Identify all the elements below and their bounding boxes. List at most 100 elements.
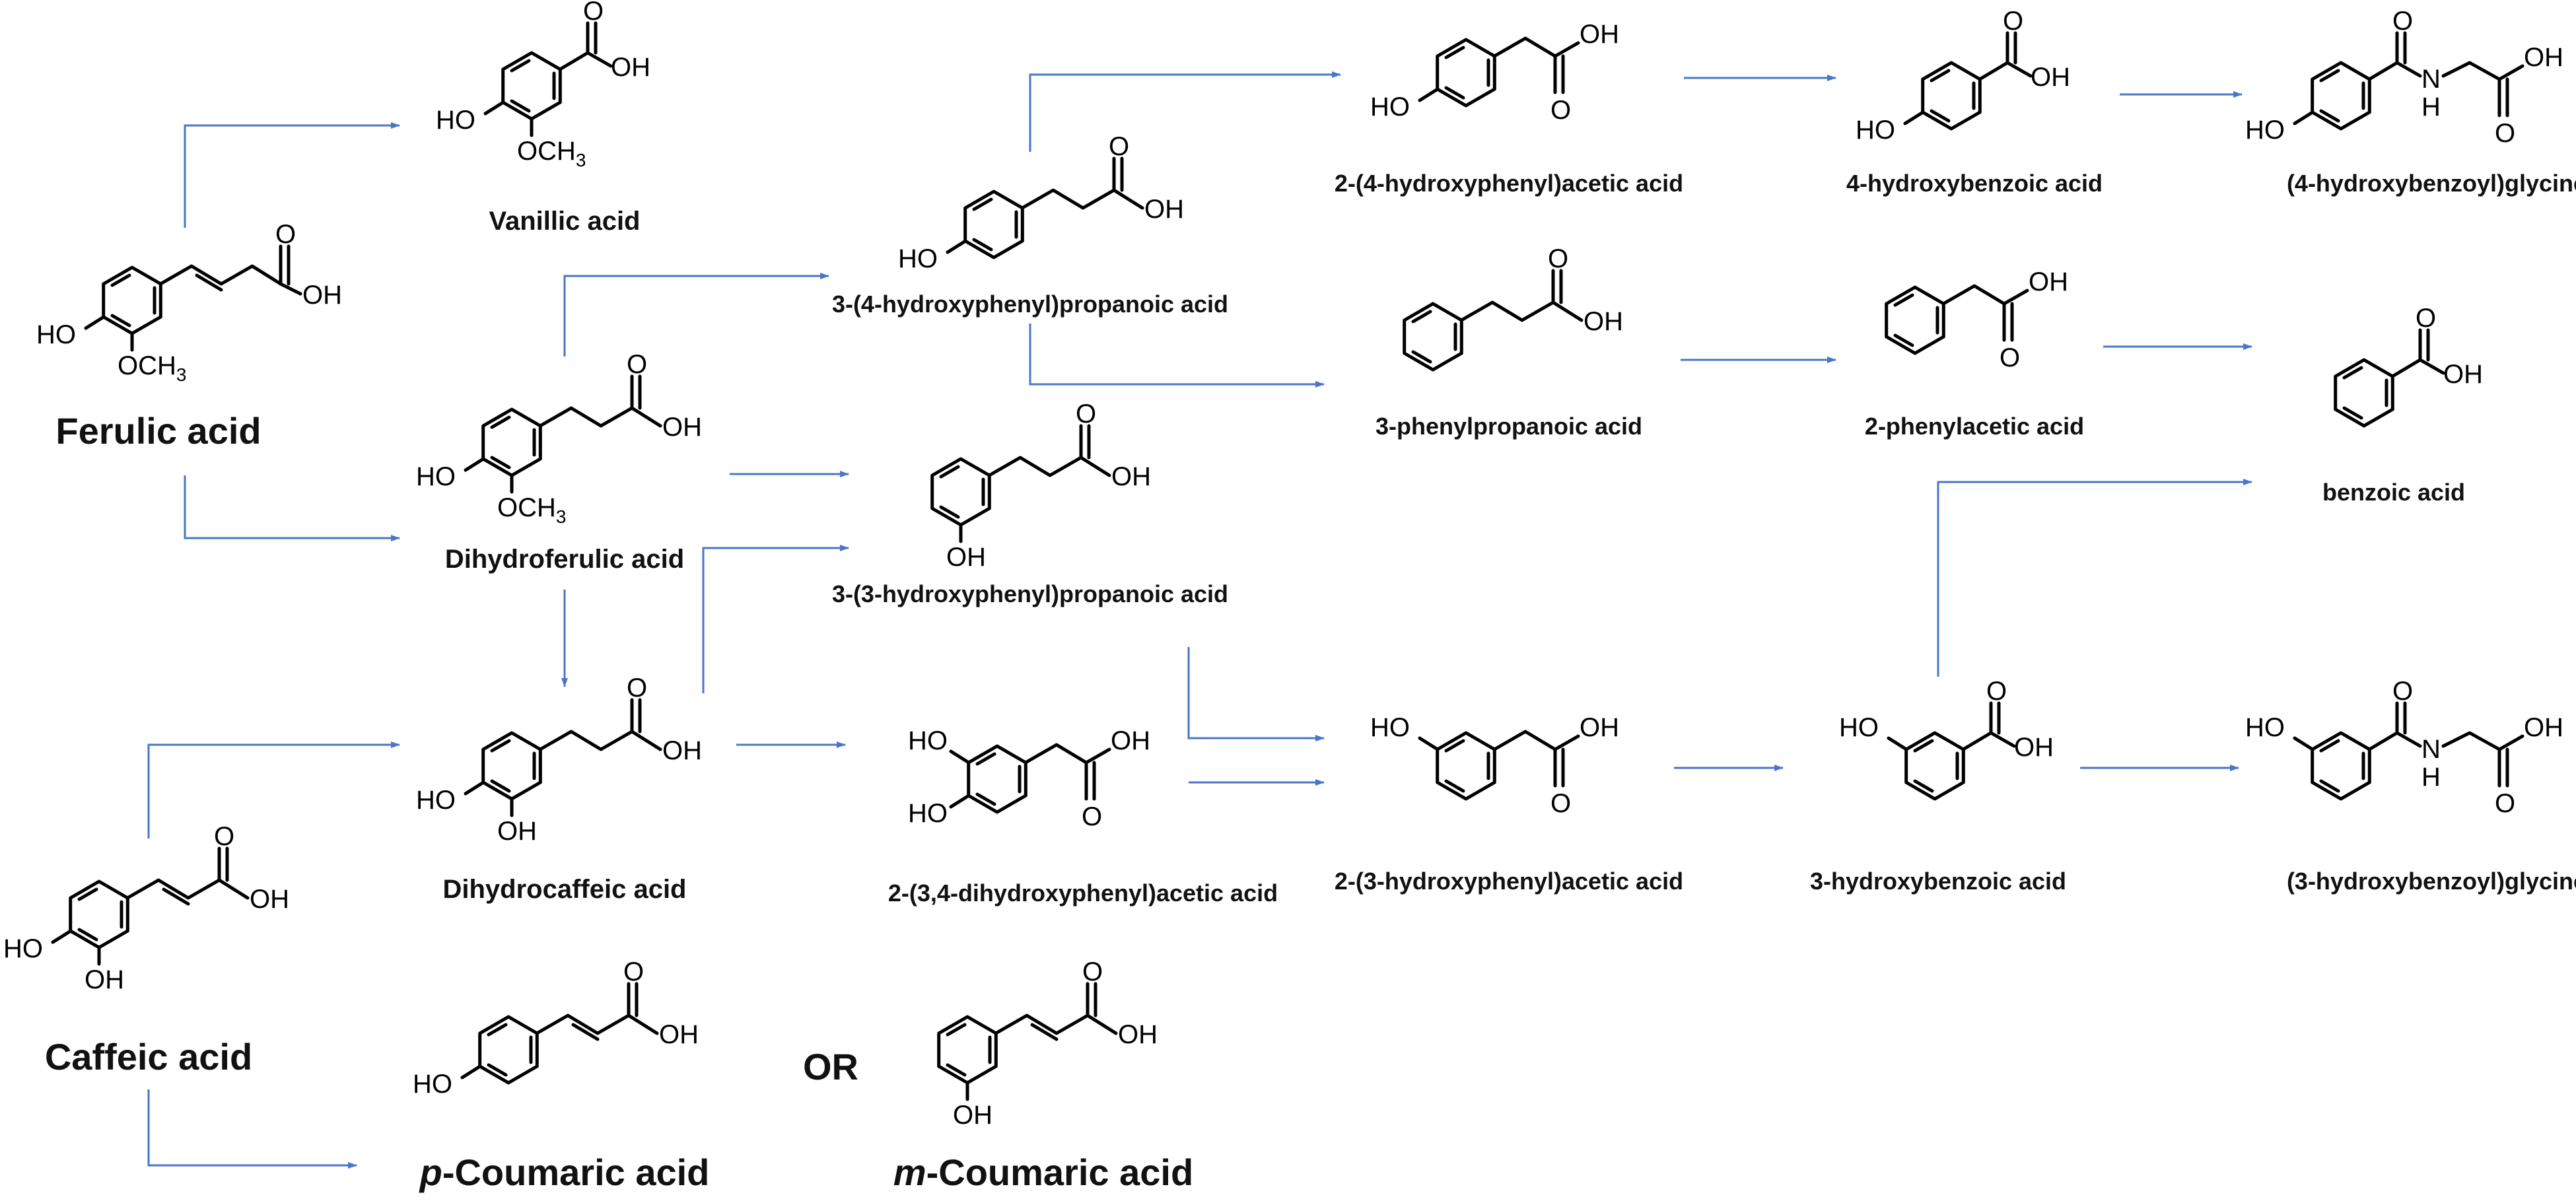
- structure-hbg4: O N H O OH HO: [2245, 7, 2563, 148]
- svg-text:O: O: [1986, 677, 2007, 706]
- svg-text:N: N: [2421, 65, 2441, 94]
- label-hpa3: 2-(3-hydroxyphenyl)acetic acid: [1335, 868, 1683, 895]
- svg-text:HO: HO: [36, 320, 76, 349]
- structure-caffeic-acid: O OH HO OH: [3, 822, 289, 994]
- svg-text:HO: HO: [3, 934, 43, 963]
- label-hba3: 3-hydroxybenzoic acid: [1810, 868, 2066, 895]
- structure-hba3: O OH HO: [1839, 677, 2054, 799]
- svg-text:HO: HO: [416, 462, 456, 491]
- svg-text:O: O: [623, 957, 644, 986]
- structure-dihydroferulic-acid: O OH HO OCH3: [416, 350, 702, 527]
- svg-text:OH: OH: [1111, 462, 1151, 491]
- svg-text:O: O: [1550, 96, 1571, 125]
- svg-text:OH: OH: [85, 965, 124, 994]
- label-caffeic-acid: Caffeic acid: [45, 1036, 252, 1078]
- label-hbg3: (3-hydroxybenzoyl)glycine: [2287, 868, 2576, 895]
- svg-text:O: O: [1548, 244, 1568, 273]
- svg-text:O: O: [1109, 132, 1129, 161]
- structure-hpp4: O OH HO: [898, 132, 1184, 273]
- label-or: OR: [803, 1046, 858, 1087]
- svg-text:HO: HO: [1856, 116, 1895, 145]
- svg-text:O: O: [1082, 957, 1103, 986]
- svg-text:OH: OH: [1118, 1020, 1158, 1049]
- svg-text:OH: OH: [302, 281, 342, 310]
- svg-text:O: O: [2495, 789, 2515, 818]
- svg-text:O: O: [214, 822, 234, 851]
- arrow-dihydrocaffeic-to-hpp3: [702, 545, 849, 693]
- svg-text:O: O: [2392, 7, 2413, 36]
- compound-labels: Ferulic acid Vanillic acid Dihydroferuli…: [45, 170, 2576, 1193]
- svg-text:HO: HO: [2245, 713, 2285, 742]
- structure-paa: O OH: [1887, 267, 2068, 372]
- svg-text:OH: OH: [611, 53, 650, 82]
- svg-text:N: N: [2421, 735, 2441, 764]
- svg-text:OH: OH: [1144, 195, 1184, 224]
- structure-p-coumaric-acid: O OH HO: [413, 957, 699, 1099]
- label-hbg4: (4-hydroxybenzoyl)glycine: [2287, 170, 2576, 197]
- arrow-ferulic-to-dihydroferulic: [184, 475, 400, 541]
- structure-hpa3: O OH HO: [1370, 713, 1619, 818]
- svg-text:HO: HO: [416, 786, 456, 815]
- label-ppa: 3-phenylpropanoic acid: [1375, 413, 1642, 440]
- svg-text:O: O: [2000, 343, 2020, 372]
- svg-text:OH: OH: [1580, 20, 1619, 49]
- structure-hbg3: O N H O OH HO: [2245, 677, 2563, 818]
- svg-text:O: O: [2392, 677, 2413, 706]
- svg-text:HO: HO: [908, 726, 948, 755]
- arrow-hba3-to-benzoic: [1937, 479, 2252, 677]
- arrow-hpp3-to-hpa3: [1187, 647, 1325, 741]
- reaction-arrows: [147, 71, 2252, 1169]
- arrow-ferulic-to-vanillic: [184, 122, 400, 228]
- svg-text:HO: HO: [908, 799, 948, 828]
- svg-text:O: O: [2495, 119, 2515, 148]
- label-hpp3: 3-(3-hydroxyphenyl)propanoic acid: [832, 580, 1228, 607]
- svg-text:OH: OH: [1580, 713, 1619, 742]
- svg-text:OCH3: OCH3: [497, 493, 566, 527]
- structure-ferulic-acid: O OH HO OCH3: [36, 220, 342, 385]
- structure-benzoic-acid: O OH: [2336, 304, 2483, 426]
- svg-text:O: O: [627, 350, 647, 379]
- svg-text:OCH3: OCH3: [517, 137, 586, 170]
- arrow-caffeic-to-dihydrocaffeic: [147, 741, 400, 839]
- svg-text:HO: HO: [2245, 116, 2285, 145]
- svg-text:OCH3: OCH3: [118, 351, 186, 385]
- svg-text:OH: OH: [2014, 733, 2054, 762]
- structure-ppa: O OH: [1405, 244, 1623, 370]
- structure-vanillic-acid: O OH HO OCH3: [436, 0, 650, 170]
- structure-dhpa34: O OH HO HO: [908, 726, 1150, 831]
- svg-text:OH: OH: [2029, 267, 2068, 296]
- arrow-hpp4-to-ppa: [1029, 324, 1325, 388]
- svg-text:OH: OH: [946, 543, 986, 572]
- structure-hpp3: O OH OH: [932, 399, 1151, 572]
- label-hpp4: 3-(4-hydroxyphenyl)propanoic acid: [832, 291, 1228, 318]
- arrow-hpp4-to-hpa4: [1029, 71, 1341, 152]
- svg-text:H: H: [2421, 763, 2441, 792]
- svg-text:HO: HO: [436, 106, 475, 135]
- structure-hpa4: O OH HO: [1370, 20, 1619, 125]
- label-p-coumaric-acid: p-Coumaric acid: [419, 1151, 710, 1193]
- arrow-caffeic-to-coumaric: [147, 1089, 357, 1169]
- label-dihydroferulic-acid: Dihydroferulic acid: [445, 545, 684, 574]
- svg-text:H: H: [2421, 92, 2441, 121]
- label-vanillic-acid: Vanillic acid: [489, 207, 640, 236]
- label-m-coumaric-acid: m-Coumaric acid: [893, 1151, 1193, 1193]
- label-hba4: 4-hydroxybenzoic acid: [1846, 170, 2103, 197]
- structure-dihydrocaffeic-acid: O OH HO OH: [416, 673, 702, 846]
- svg-text:OH: OH: [662, 736, 702, 765]
- svg-text:HO: HO: [1839, 713, 1879, 742]
- svg-text:O: O: [583, 0, 604, 26]
- svg-text:OH: OH: [2524, 43, 2563, 72]
- label-benzoic-acid: benzoic acid: [2322, 479, 2465, 506]
- svg-text:OH: OH: [1111, 726, 1150, 755]
- arrow-dihydroferulic-to-hpp4: [563, 273, 829, 357]
- svg-text:O: O: [2416, 304, 2436, 333]
- svg-text:O: O: [1082, 802, 1102, 831]
- label-paa: 2-phenylacetic acid: [1865, 413, 2084, 440]
- svg-text:O: O: [2003, 7, 2023, 36]
- svg-text:OH: OH: [497, 817, 537, 846]
- label-dihydrocaffeic-acid: Dihydrocaffeic acid: [442, 875, 686, 904]
- svg-text:HO: HO: [1370, 92, 1410, 121]
- svg-text:OH: OH: [2443, 360, 2483, 389]
- svg-text:HO: HO: [898, 244, 938, 273]
- svg-text:OH: OH: [953, 1101, 992, 1130]
